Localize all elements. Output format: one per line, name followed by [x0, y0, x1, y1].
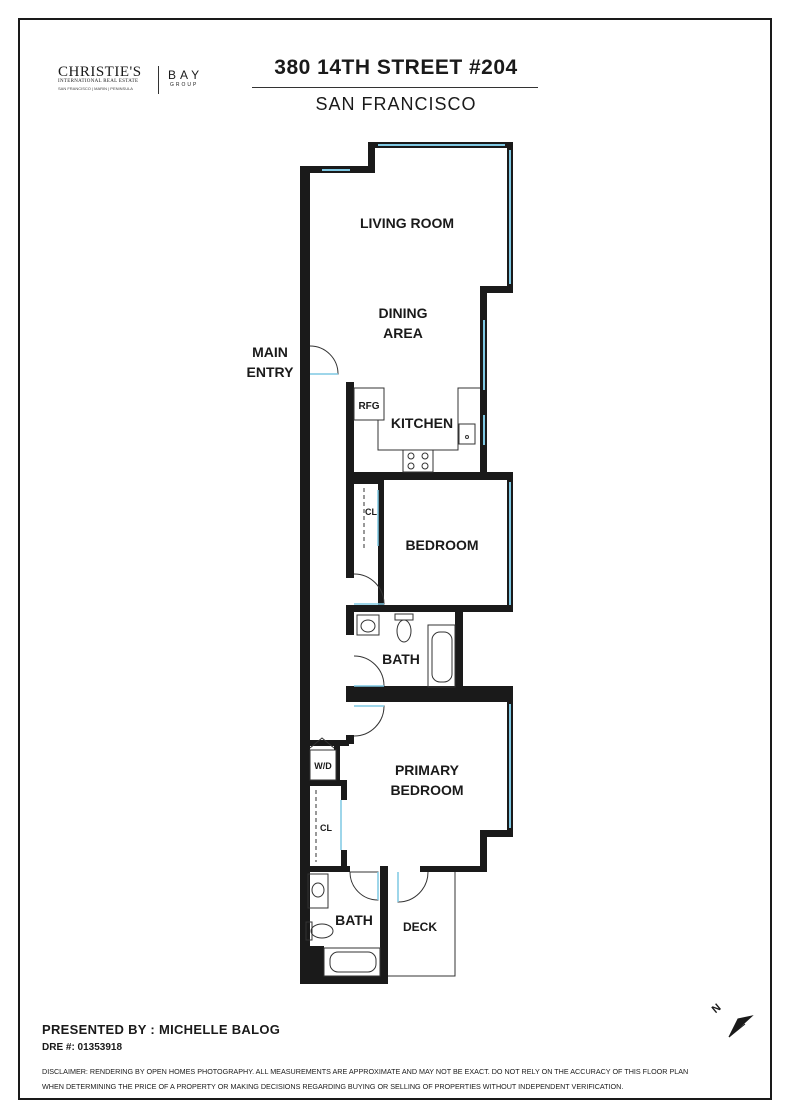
stove: [402, 449, 434, 473]
label-bedroom: BEDROOM: [405, 537, 478, 553]
page-border: [18, 18, 772, 1100]
label-main-entry-1: MAIN: [252, 344, 288, 360]
logo-subtitle: INTERNATIONAL REAL ESTATE: [58, 79, 139, 84]
upper-tub: [427, 624, 456, 688]
logo-tagline: SAN FRANCISCO | MARIN | PENINSULA: [58, 86, 133, 91]
label-bath-upper: BATH: [382, 651, 420, 667]
label-closet-upper: CL: [365, 507, 377, 517]
compass-label: N: [710, 1002, 724, 1016]
label-dining-2: AREA: [383, 325, 423, 341]
upper-toilet: [396, 619, 412, 643]
label-deck: DECK: [403, 920, 437, 934]
lower-tub: [323, 947, 381, 977]
disclaimer-line-1: DISCLAIMER: RENDERING BY OPEN HOMES PHOT…: [42, 1067, 689, 1076]
label-refrigerator: RFG: [358, 401, 379, 412]
label-dining-1: DINING: [379, 305, 428, 321]
label-closet-lower: CL: [320, 823, 332, 833]
washer-dryer-box: [309, 749, 337, 781]
brokerage-logo: CHRISTIE'S INTERNATIONAL REAL ESTATE SAN…: [52, 64, 212, 98]
upper-vanity: [356, 614, 380, 636]
label-primary-1: PRIMARY: [395, 762, 460, 778]
logo-partner: BAY: [168, 68, 204, 82]
label-bath-lower: BATH: [335, 912, 373, 928]
compass-shaft: [728, 1023, 746, 1038]
kitchen-sink: [458, 423, 476, 445]
title-divider: [252, 87, 538, 88]
refrigerator: [353, 387, 385, 421]
bath-fixtures: [305, 613, 456, 977]
logo-divider: [158, 66, 159, 94]
lower-toilet-tank: [305, 921, 313, 941]
label-washer-dryer: W/D: [314, 761, 332, 771]
label-living-room: LIVING ROOM: [360, 215, 454, 231]
logo-brand: CHRISTIE'S: [58, 64, 142, 80]
room-labels: LIVING ROOM DINING AREA MAIN ENTRY KITCH…: [247, 215, 479, 934]
compass: N: [710, 1002, 754, 1038]
disclaimer-line-2: WHEN DETERMINING THE PRICE OF A PROPERTY…: [42, 1082, 624, 1091]
door-leaves: [310, 373, 399, 902]
label-kitchen: KITCHEN: [391, 415, 453, 431]
upper-toilet-tank: [394, 613, 414, 621]
lower-toilet: [310, 923, 334, 939]
windows: [322, 144, 511, 828]
label-primary-2: BEDROOM: [390, 782, 463, 798]
walls: [300, 142, 513, 984]
kitchen-fixtures: [353, 387, 480, 473]
lower-vanity: [307, 873, 329, 909]
property-address: 380 14TH STREET #204: [274, 56, 518, 79]
doors: [309, 345, 456, 977]
presented-by: PRESENTED BY : MICHELLE BALOG: [42, 1022, 281, 1037]
dre-number: DRE #: 01353918: [42, 1042, 123, 1053]
disclaimer: DISCLAIMER: RENDERING BY OPEN HOMES PHOT…: [42, 1064, 762, 1094]
label-main-entry-2: ENTRY: [247, 364, 295, 380]
property-city: SAN FRANCISCO: [315, 94, 477, 114]
logo-partner-sub: GROUP: [170, 82, 199, 88]
